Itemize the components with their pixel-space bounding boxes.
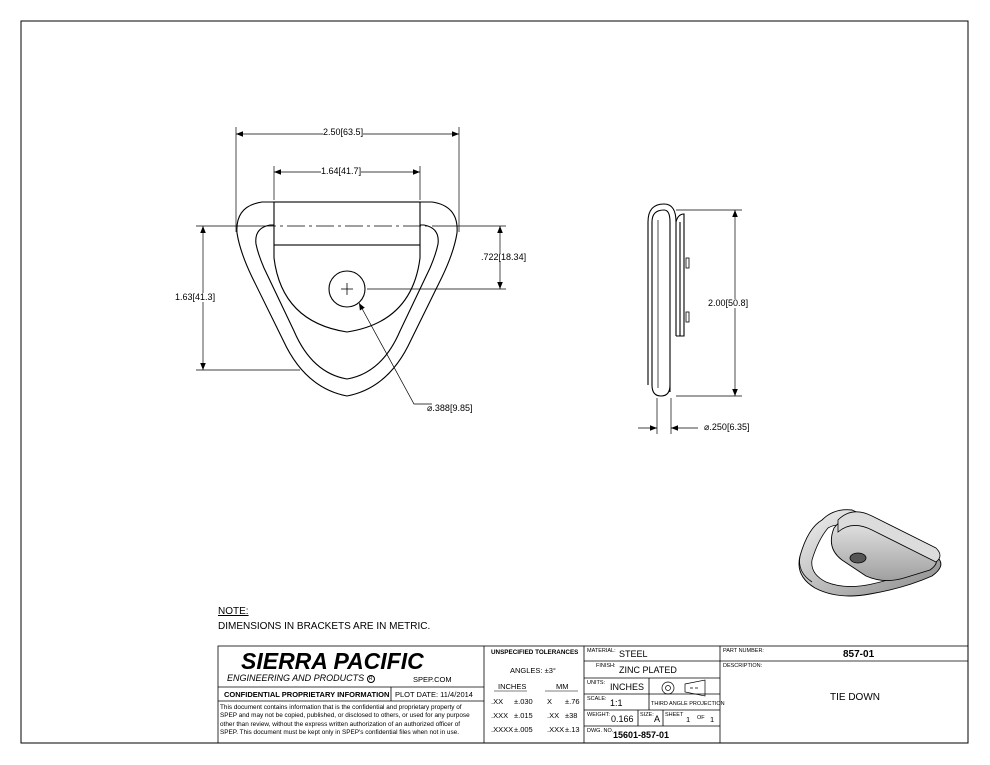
front-plate: [273, 245, 421, 333]
dwg-label: DWG. NO.: [587, 728, 614, 734]
dim-side-height: 2.00[50.8]: [708, 298, 749, 308]
tol-row-1-in-tol: ±.030: [514, 697, 533, 706]
front-inner-ring: [255, 224, 439, 380]
company-subtitle: ENGINEERING AND PRODUCTS R: [227, 674, 375, 683]
tol-row-2-in-tol: ±.015: [514, 711, 533, 720]
part-number-value: 857-01: [843, 649, 875, 660]
size-label: SIZE:: [640, 712, 654, 718]
drawing-border: [20, 20, 969, 744]
part-number-label: PART NUMBER:: [723, 648, 764, 654]
scale-label: SCALE:: [587, 696, 607, 702]
side-view: [647, 203, 690, 397]
front-outer-ring: [236, 201, 458, 397]
weight-value: 0.166: [611, 714, 634, 724]
tol-row-1: .XX: [491, 697, 504, 706]
of-label: OF: [697, 715, 705, 721]
plot-date: PLOT DATE: 11/4/2014: [395, 690, 473, 699]
front-hole: [328, 270, 366, 308]
title-block: [217, 645, 969, 744]
dim-overall-height: 1.63[41.3]: [175, 292, 216, 302]
company-name: SIERRA PACIFIC: [241, 648, 424, 674]
tol-row-1-mm-tol: ±.76: [565, 697, 580, 706]
description-label: DESCRIPTION:: [723, 663, 763, 669]
tolerances-angles: ANGLES: ±3°: [510, 666, 556, 675]
tol-row-3-in-tol: ±.005: [514, 725, 533, 734]
material-label: MATERIAL:: [587, 648, 616, 654]
note-text: DIMENSIONS IN BRACKETS ARE IN METRIC.: [218, 621, 431, 632]
units-value: INCHES: [610, 682, 645, 692]
tol-row-2-mm-tol: ±38: [565, 711, 578, 720]
material-value: STEEL: [619, 649, 648, 659]
projection-symbol-icon: [661, 679, 706, 697]
tolerances-inches-label: INCHES: [498, 682, 527, 691]
tol-row-2-mm-fmt: .XX: [547, 711, 560, 720]
tolerances-heading: UNSPECIFIED TOLERANCES: [491, 649, 579, 656]
dim-overall-width: 2.50[63.5]: [323, 127, 364, 137]
registered-mark-icon: R: [366, 674, 375, 683]
confidential-heading: CONFIDENTIAL PROPRIETARY INFORMATION: [224, 690, 390, 699]
dwg-number: 15601-857-01: [613, 730, 670, 740]
front-bar: [273, 201, 421, 246]
isometric-view: [798, 509, 942, 597]
front-view: [236, 201, 458, 397]
side-outer-loop: [651, 209, 671, 397]
dim-wire-diameter: ⌀.250[6.35]: [704, 422, 750, 432]
finish-label: FINISH:: [596, 663, 616, 669]
tol-row-2: .XXX: [491, 711, 509, 720]
confidential-text: This document contains information that …: [220, 704, 470, 737]
company-website: SPEP.COM: [413, 675, 452, 684]
tol-row-3: .XXXX: [491, 725, 514, 734]
tol-row-3-mm-tol: ±.13: [565, 725, 580, 734]
dim-hole-diameter: ⌀.388[9.85]: [427, 403, 473, 413]
size-value: A: [654, 714, 661, 724]
finish-value: ZINC PLATED: [619, 665, 677, 675]
dim-inner-width: 1.64[41.7]: [321, 166, 362, 176]
tol-row-3-mm-fmt: .XXX: [547, 725, 565, 734]
tol-row-1-mm-fmt: X: [547, 697, 553, 706]
side-dimensions: [638, 209, 742, 434]
sheet-label: SHEET: [665, 712, 684, 718]
of-value: 1: [710, 715, 715, 724]
note-heading: NOTE:: [218, 606, 249, 617]
sheet-value: 1: [686, 715, 691, 724]
projection-label: THIRD ANGLE PROJECTION: [651, 701, 725, 707]
description-value: TIE DOWN: [830, 692, 880, 703]
tolerances-mm-label: MM: [556, 682, 569, 691]
dim-hole-offset: .722[18.34]: [481, 252, 527, 262]
weight-label: WEIGHT:: [587, 712, 610, 718]
units-label: UNITS:: [587, 680, 606, 686]
scale-value: 1:1: [610, 698, 623, 708]
